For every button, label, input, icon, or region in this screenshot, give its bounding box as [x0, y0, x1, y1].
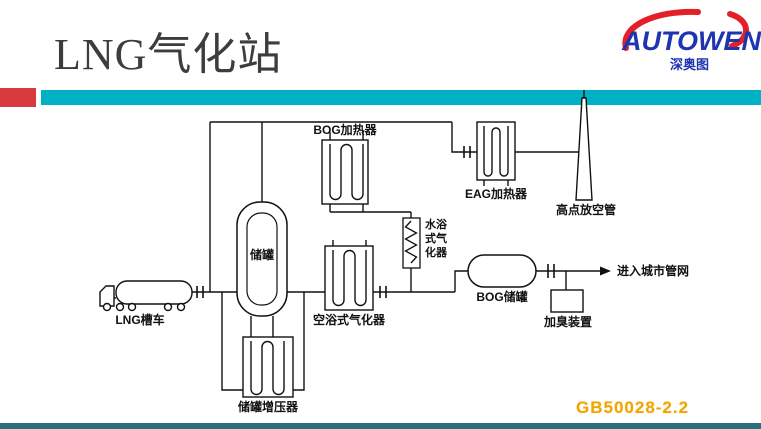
odorizer: [550, 289, 584, 313]
tank-pressurizer: [242, 336, 294, 398]
water-bath-vaporizer: [402, 217, 421, 269]
to-city-label: 进入城市管网: [617, 264, 690, 278]
logo-wordmark: AUTOWEN: [622, 26, 761, 56]
storage-tank: [236, 201, 288, 317]
vent-stack-label: 高点放空管: [555, 203, 616, 217]
page-title: LNG气化站: [54, 30, 283, 79]
bog-tank-label: BOG储罐: [476, 290, 528, 304]
water-bath-vaporizer-label: 水浴式气化器: [425, 219, 447, 259]
lng-truck: [99, 280, 193, 312]
eag-heater-label: EAG加热器: [464, 187, 527, 201]
logo-subtitle: 深奥图: [670, 57, 710, 72]
eag-heater: [476, 121, 516, 181]
tank-label: 储罐: [249, 248, 274, 262]
accent-teal-bar: [41, 90, 761, 105]
pipework: [192, 121, 600, 391]
odorizer-label: 加臭装置: [543, 315, 592, 329]
logo-swoosh-icon: [622, 8, 749, 51]
pressurizer-label: 储罐增压器: [237, 400, 298, 414]
flange-ticks: [196, 146, 555, 298]
vent-stack: [575, 90, 593, 201]
accent-red-block: [0, 88, 36, 107]
brand-logo: AUTOWEN 深奥图: [612, 4, 761, 74]
arrow-to-city-icon: [600, 266, 611, 276]
truck-label: LNG槽车: [115, 313, 165, 327]
bottom-bar: [0, 423, 761, 429]
air-bath-vaporizer: [324, 245, 374, 311]
bog-heater-label: BOG加热器: [313, 123, 377, 137]
bog-heater: [321, 139, 369, 205]
air-bath-vaporizer-label: 空浴式气化器: [312, 313, 385, 327]
bog-storage-tank: [467, 254, 537, 288]
watermark: GB50028-2.2: [576, 398, 690, 417]
